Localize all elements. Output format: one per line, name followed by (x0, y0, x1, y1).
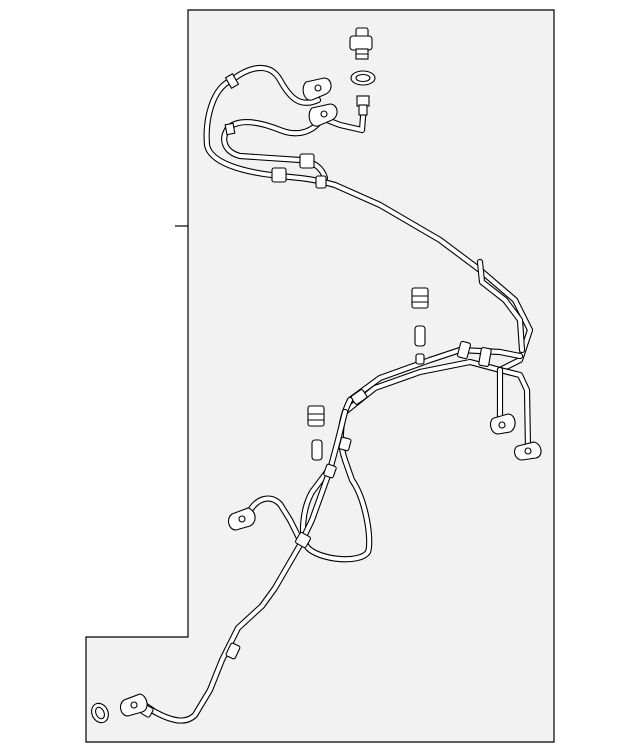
service-valve-cap-lower-icon (307, 405, 325, 427)
service-valve-cap-icon (411, 287, 429, 309)
o-ring-icon (350, 70, 376, 86)
middle-hose-assembly (341, 258, 542, 461)
pressure-switch-icon (349, 27, 373, 60)
upper-hose-assembly (203, 64, 534, 374)
panel-outline (85, 9, 555, 743)
service-valve-core-icon (414, 325, 426, 365)
valve-stem-icon (356, 95, 370, 116)
service-valve-core-lower-icon (311, 439, 323, 461)
lower-o-ring-icon (91, 702, 109, 724)
lower-hose-assembly (119, 396, 373, 724)
